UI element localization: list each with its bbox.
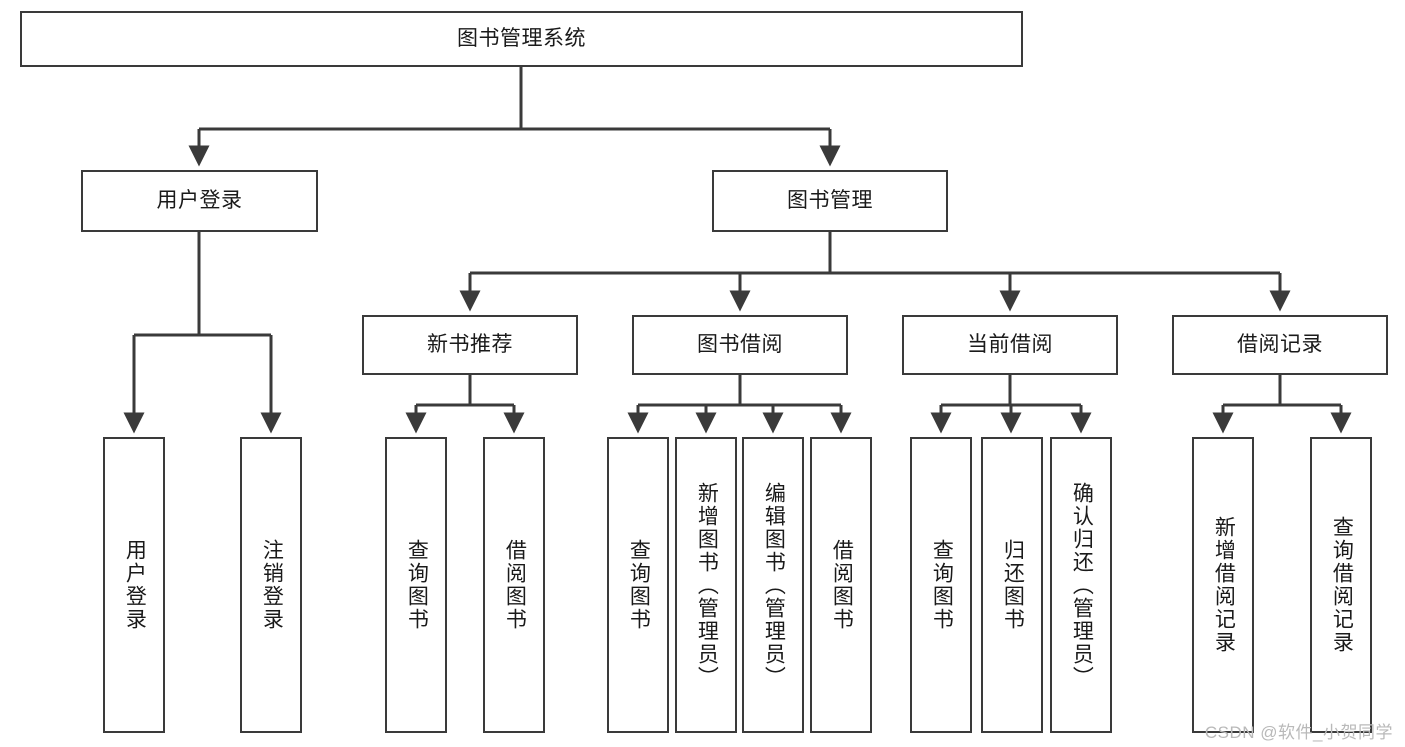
node-user-login[interactable]: 用户登录 (81, 170, 318, 232)
leaf-return-book[interactable]: 归还图书 (981, 437, 1043, 733)
leaf-confirm-return[interactable]: 确认归还（管理员） (1050, 437, 1112, 733)
leaf-edit-book-label: 编辑图书（管理员） (762, 481, 786, 689)
node-book-borrow-label: 图书借阅 (697, 332, 783, 356)
leaf-borrow-book-1[interactable]: 借阅图书 (483, 437, 545, 733)
node-borrow-record[interactable]: 借阅记录 (1172, 315, 1388, 375)
node-current-borrow-label: 当前借阅 (967, 332, 1053, 356)
leaf-add-book-label: 新增图书（管理员） (695, 481, 719, 689)
leaf-query-book-2[interactable]: 查询图书 (607, 437, 669, 733)
leaf-return-book-label: 归还图书 (1001, 539, 1025, 631)
leaf-query-record-label: 查询借阅记录 (1330, 516, 1354, 654)
leaf-query-record[interactable]: 查询借阅记录 (1310, 437, 1372, 733)
node-current-borrow[interactable]: 当前借阅 (902, 315, 1118, 375)
node-root-label: 图书管理系统 (457, 26, 586, 50)
csdn-watermark: CSDN @软件_小贺同学 (1204, 723, 1393, 742)
leaf-query-book-3[interactable]: 查询图书 (910, 437, 972, 733)
leaf-confirm-return-label: 确认归还（管理员） (1070, 481, 1094, 689)
leaf-user-login[interactable]: 用户登录 (103, 437, 165, 733)
leaf-logout-login[interactable]: 注销登录 (240, 437, 302, 733)
leaf-borrow-book-1-label: 借阅图书 (503, 539, 527, 631)
leaf-logout-login-label: 注销登录 (260, 539, 284, 631)
leaf-add-record[interactable]: 新增借阅记录 (1192, 437, 1254, 733)
leaf-borrow-book-2[interactable]: 借阅图书 (810, 437, 872, 733)
node-new-book-recommend-label: 新书推荐 (427, 332, 513, 356)
leaf-query-book-3-label: 查询图书 (930, 539, 954, 631)
node-root[interactable]: 图书管理系统 (20, 11, 1023, 67)
node-new-book-recommend[interactable]: 新书推荐 (362, 315, 578, 375)
node-borrow-record-label: 借阅记录 (1237, 332, 1323, 356)
node-book-manage[interactable]: 图书管理 (712, 170, 948, 232)
node-user-login-label: 用户登录 (156, 188, 243, 212)
leaf-query-book-1[interactable]: 查询图书 (385, 437, 447, 733)
node-book-manage-label: 图书管理 (787, 188, 873, 212)
leaf-query-book-2-label: 查询图书 (627, 539, 651, 631)
leaf-user-login-label: 用户登录 (123, 539, 147, 631)
leaf-query-book-1-label: 查询图书 (405, 539, 429, 631)
leaf-add-record-label: 新增借阅记录 (1212, 516, 1236, 654)
leaf-edit-book[interactable]: 编辑图书（管理员） (742, 437, 804, 733)
leaf-add-book[interactable]: 新增图书（管理员） (675, 437, 737, 733)
node-book-borrow[interactable]: 图书借阅 (632, 315, 848, 375)
leaf-borrow-book-2-label: 借阅图书 (830, 539, 854, 631)
